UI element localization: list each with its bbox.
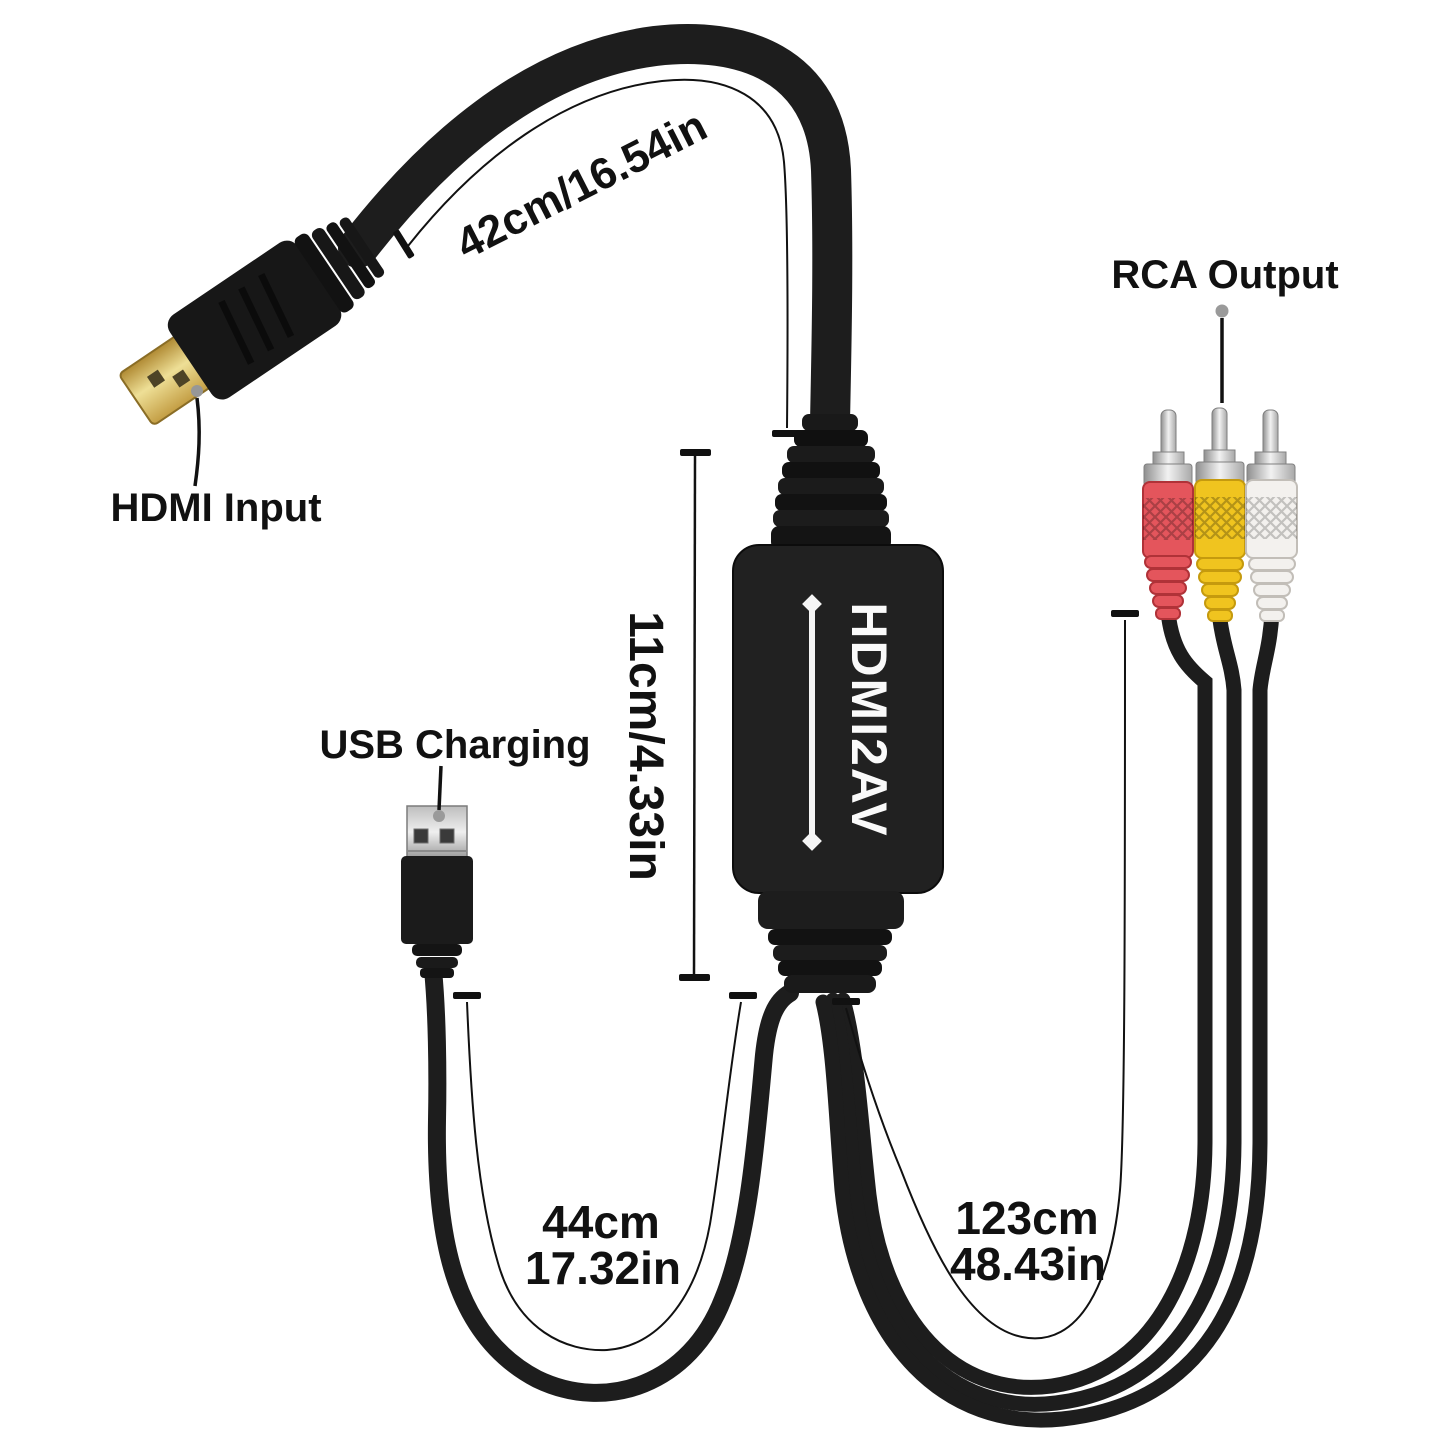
label-rca-output: RCA Output [1111,253,1338,297]
rca-tail-rib [1256,596,1288,610]
usb-plug [401,805,473,978]
usb-plug-relief-rib [412,944,462,956]
rca-leader-dot [1215,304,1229,318]
rca-tail-rib [1155,607,1181,620]
measure-tick-123cm-right [1111,610,1139,617]
rca-tail-rib [1144,555,1192,569]
rca-tail-rib [1152,594,1184,608]
hdmi-cable [338,24,853,444]
converter-top-strain-relief [771,414,891,550]
usb-cable [424,961,799,1402]
rca-plug-yellow [1194,407,1246,622]
label-hdmi-input: HDMI Input [110,486,321,530]
measure-tick-42cm-start [393,229,415,259]
rca-body-knurl [1195,497,1245,539]
rca-cable-measure-curve [845,619,1126,1340]
rca-tail-rib [1248,557,1296,571]
hdmi-plug-contact [172,369,191,388]
measure-tick-123cm-left [832,998,860,1005]
usb-plug-contact-hole [413,828,429,844]
rca-tail-rib [1207,609,1233,622]
measure-tick-44cm-right [729,992,757,999]
measure-label-usb-cm: 44cm [542,1196,660,1248]
converter: HDMI2AV [732,414,944,993]
measure-label-converter: 11cm/4.33in [619,611,672,881]
rca-cable-white [815,604,1280,1428]
rca-tail-rib [1146,568,1190,582]
rca-body-knurl [1246,497,1297,539]
hdmi-plug-grip-grooves [218,272,295,365]
usb-leader-dot [433,810,445,822]
measure-label-rca-inch: 48.43in [950,1238,1106,1290]
measure-label-rca-cm: 123cm [955,1192,1098,1244]
usb-plug-contact-hole [439,828,455,844]
hdmi-leader-dot [191,385,203,397]
rca-pin [1160,409,1177,459]
rca-tail-rib [1204,596,1236,610]
rca-tail-rib [1149,581,1187,595]
rca-tail-rib [1253,583,1291,597]
converter-accent-diamond [802,831,822,851]
hdmi-leader-line [193,397,201,487]
hdmi-cable-measure-line [407,78,789,429]
rca-pin [1262,409,1279,459]
usb-cable-measure-curve [466,1001,742,1352]
usb-plug-body [401,856,473,944]
hdmi-plug [119,217,385,425]
rca-tail-rib [1196,557,1244,571]
converter-device-label: HDMI2AV [841,602,897,837]
hdmi-plug-contact [146,369,166,388]
rca-pin [1211,407,1228,457]
usb-plug-relief-rib [416,957,458,968]
hdmi-plug-relief-rib [311,227,365,300]
rca-body-knurl [1143,498,1193,540]
rca-plug-white [1245,409,1298,622]
rca-plug-red [1142,409,1194,620]
converter-bottom-strain-relief [758,891,904,993]
rca-tail-rib [1259,609,1285,622]
measure-tick-44cm-left [453,992,481,999]
hdmi-plug-relief-rib [294,233,354,313]
label-usb-charging: USB Charging [319,723,590,767]
rca-tail-rib [1198,570,1242,584]
hdmi-plug-relief-rib [326,222,376,289]
measure-tick-11cm-top [680,449,711,456]
rca-tail-rib [1201,583,1239,597]
measure-tick-11cm-bottom [679,974,710,981]
usb-plug-relief-rib [420,968,454,978]
rca-tail-rib [1250,570,1294,584]
converter-measure-line [692,455,697,976]
hdmi-plug-relief-rib [339,217,385,278]
usb-leader-line [437,765,443,811]
converter-accent-diamond [802,594,822,614]
rca-cable-yellow [825,612,1242,1412]
measure-label-usb-inch: 17.32in [525,1242,681,1294]
rca-cable-red [835,604,1213,1395]
converter-body [732,544,944,894]
